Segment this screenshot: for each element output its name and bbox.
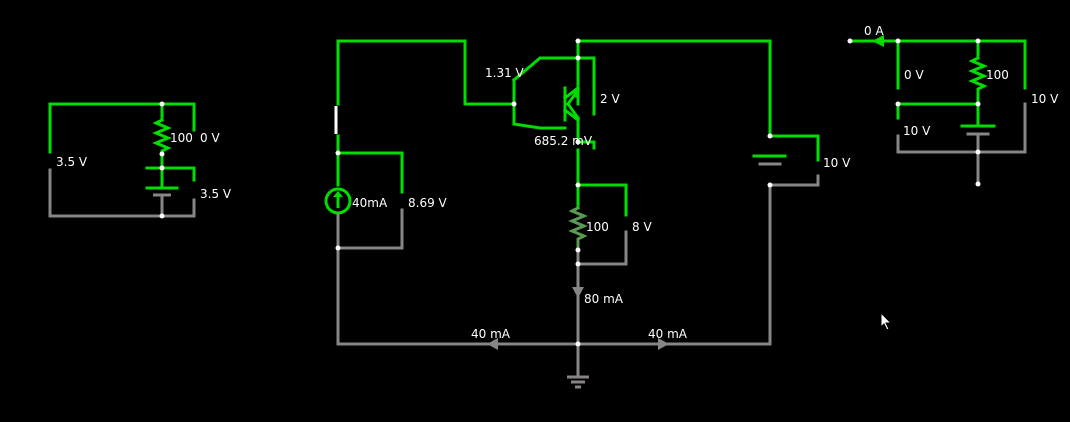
circuit3-i-terminal-label: 0 A	[864, 24, 884, 38]
transistor-npn[interactable]	[562, 85, 581, 123]
circuit2-resistor[interactable]	[568, 205, 588, 252]
node-dot	[575, 55, 581, 61]
circuit2-i-right-label: 40 mA	[648, 327, 688, 341]
circuit3-v-probe1-label: 0 V	[904, 68, 924, 82]
current-arrow-left-icon	[487, 338, 498, 350]
circuit1-v-battery-label: 3.5 V	[200, 187, 232, 201]
circuit2-i-resistor-label: 80 mA	[584, 292, 624, 306]
circuit-1: 3.5 V 100 0 V 3.5 V	[48, 101, 232, 219]
node-dot	[767, 182, 773, 188]
terminal-dot[interactable]	[975, 181, 981, 187]
circuit2-v-be-label: 685.2 mV	[534, 134, 593, 148]
circuit3-live-wires[interactable]	[848, 39, 1027, 128]
circuit3-v-probe2-label: 10 V	[903, 124, 931, 138]
current-source-arrowhead	[333, 191, 343, 197]
node-dot	[575, 38, 581, 44]
node-dot	[159, 165, 165, 171]
circuit-2: 1.31 V 2 V 685.2 mV 40mA 8.69 V 100 8 V …	[324, 38, 851, 389]
circuit2-i-left-label: 40 mA	[471, 327, 511, 341]
current-source[interactable]	[324, 187, 352, 215]
node-dot	[575, 139, 581, 145]
circuit2-live-wires[interactable]	[336, 39, 820, 217]
node-dot	[335, 245, 341, 251]
circuit2-resistor-label: 100	[586, 220, 609, 234]
node-dot	[975, 38, 981, 44]
ground-icon	[567, 375, 589, 389]
node-dot	[895, 38, 901, 44]
node-dot	[895, 101, 901, 107]
node-dot	[511, 101, 517, 107]
circuit1-v-resistor-label: 0 V	[200, 131, 220, 145]
node-dot	[159, 213, 165, 219]
current-arrow-right-icon	[658, 338, 669, 350]
circuit3-ground-wires[interactable]	[896, 102, 1027, 186]
node-dot	[975, 149, 981, 155]
circuit2-current-source-label: 40mA	[352, 196, 388, 210]
node-dot	[159, 151, 165, 157]
circuit3-resistor[interactable]	[968, 55, 988, 94]
node-dot	[335, 150, 341, 156]
circuit2-v-base-label: 1.31 V	[485, 66, 525, 80]
node-dot	[575, 247, 581, 253]
circuit1-v-left-label: 3.5 V	[56, 155, 88, 169]
node-dot	[575, 261, 581, 267]
circuit2-v-resistor-label: 8 V	[632, 220, 652, 234]
node-dot	[575, 341, 581, 347]
circuit-3: 0 A 0 V 100 10 V 10 V	[847, 24, 1059, 187]
circuit2-v-current-source-label: 8.69 V	[408, 196, 448, 210]
node-dot	[975, 101, 981, 107]
mouse-pointer-icon	[880, 311, 893, 331]
circuit1-resistor-label: 100	[170, 131, 193, 145]
node-dot	[767, 133, 773, 139]
node-dot	[159, 101, 165, 107]
terminal-dot[interactable]	[847, 38, 853, 44]
circuit2-v-battery-label: 10 V	[823, 156, 851, 170]
circuit3-current-arrow-icon	[872, 35, 884, 47]
current-arrow-down-icon	[572, 287, 584, 298]
circuit2-v-collector-label: 2 V	[600, 92, 620, 106]
node-dot	[575, 182, 581, 188]
circuit1-live-wires[interactable]	[48, 102, 196, 190]
circuit3-v-right-label: 10 V	[1031, 92, 1059, 106]
transistor-emitter-arrow	[572, 90, 578, 98]
circuit1-ground-wires[interactable]	[48, 168, 196, 218]
circuit3-resistor-label: 100	[986, 68, 1009, 82]
circuit1-resistor[interactable]	[152, 117, 172, 156]
